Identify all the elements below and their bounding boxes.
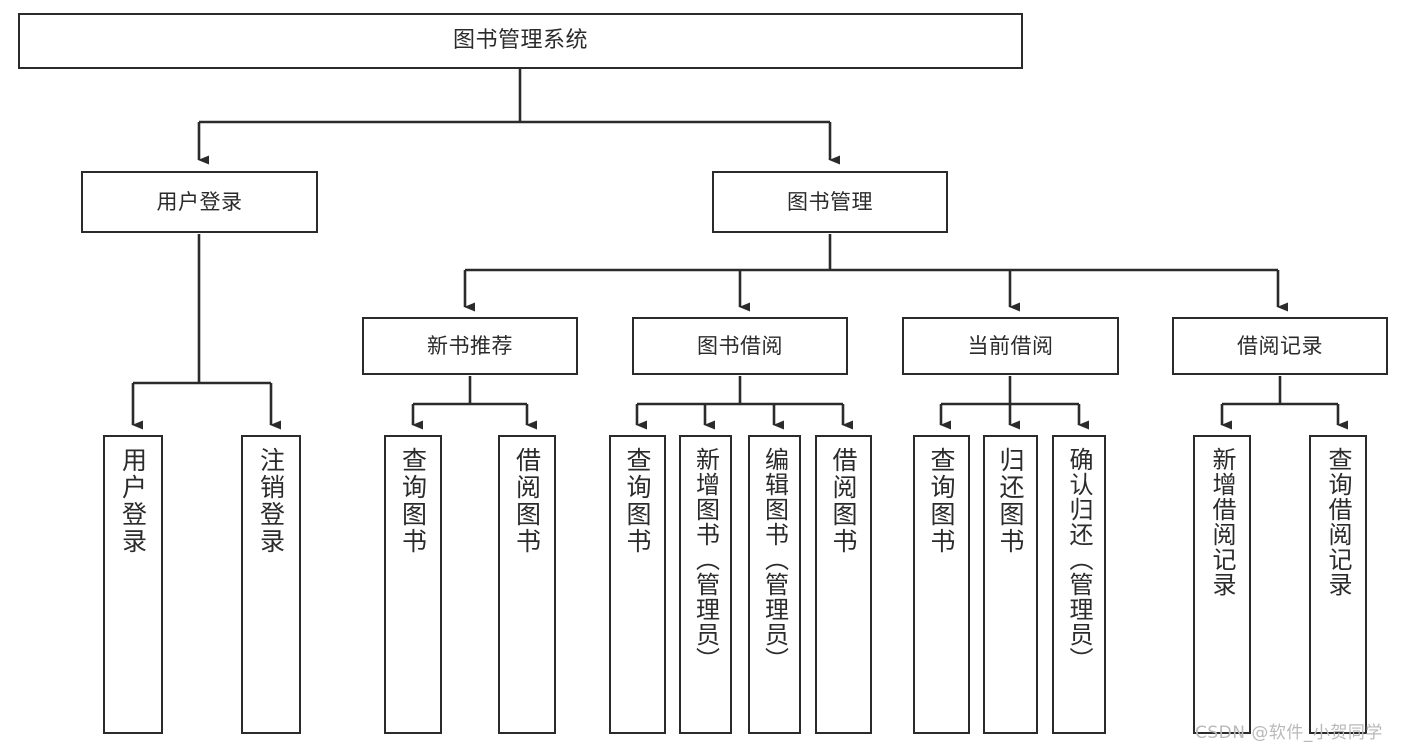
node-book-manage[interactable]: 图书管理: [712, 171, 948, 233]
node-borrow-record[interactable]: 借阅记录: [1172, 317, 1388, 375]
leaf-borrow-book-borrow-label: 借阅图书: [829, 447, 858, 555]
leaf-add-book[interactable]: 新增图书（管理员）: [679, 435, 732, 734]
leaf-edit-book[interactable]: 编辑图书（管理员）: [748, 435, 801, 734]
leaf-add-book-label: 新增图书（管理员）: [691, 447, 720, 672]
node-borrow-record-label: 借阅记录: [1237, 333, 1323, 358]
node-user-login-label: 用户登录: [156, 189, 243, 214]
node-book-manage-label: 图书管理: [787, 189, 873, 214]
leaf-return-book[interactable]: 归还图书: [983, 435, 1038, 734]
leaf-user-login-label: 用户登录: [118, 447, 148, 555]
leaf-user-login[interactable]: 用户登录: [103, 435, 163, 734]
leaf-edit-book-label: 编辑图书（管理员）: [760, 447, 789, 672]
leaf-query-book-rec[interactable]: 查询图书: [384, 435, 442, 734]
leaf-add-record-label: 新增借阅记录: [1208, 447, 1236, 597]
leaf-logout[interactable]: 注销登录: [241, 435, 301, 734]
leaf-confirm-return-label: 确认归还（管理员）: [1065, 447, 1093, 672]
node-current-borrow[interactable]: 当前借阅: [902, 317, 1119, 375]
node-current-borrow-label: 当前借阅: [967, 333, 1054, 358]
node-new-book-rec[interactable]: 新书推荐: [362, 317, 578, 375]
leaf-borrow-book-borrow[interactable]: 借阅图书: [815, 435, 872, 734]
leaf-confirm-return[interactable]: 确认归还（管理员）: [1052, 435, 1106, 734]
node-root[interactable]: 图书管理系统: [18, 13, 1023, 69]
node-book-borrow-label: 图书借阅: [697, 333, 783, 358]
node-new-book-rec-label: 新书推荐: [427, 333, 513, 358]
node-root-label: 图书管理系统: [452, 28, 588, 54]
leaf-add-record[interactable]: 新增借阅记录: [1193, 435, 1251, 734]
leaf-logout-label: 注销登录: [256, 447, 286, 555]
leaf-query-book-rec-label: 查询图书: [398, 447, 428, 555]
leaf-query-book-current[interactable]: 查询图书: [913, 435, 970, 734]
leaf-return-book-label: 归还图书: [996, 447, 1025, 555]
node-user-login[interactable]: 用户登录: [81, 171, 318, 233]
csdn-watermark: CSDN @软件_小贺同学: [1195, 723, 1383, 743]
leaf-query-book-borrow-label: 查询图书: [623, 447, 652, 555]
node-book-borrow[interactable]: 图书借阅: [632, 317, 848, 375]
leaf-borrow-book-rec[interactable]: 借阅图书: [498, 435, 556, 734]
leaf-borrow-book-rec-label: 借阅图书: [512, 447, 542, 555]
leaf-query-record[interactable]: 查询借阅记录: [1309, 435, 1367, 734]
leaf-query-record-label: 查询借阅记录: [1324, 447, 1352, 597]
leaf-query-book-current-label: 查询图书: [927, 447, 956, 555]
leaf-query-book-borrow[interactable]: 查询图书: [609, 435, 666, 734]
